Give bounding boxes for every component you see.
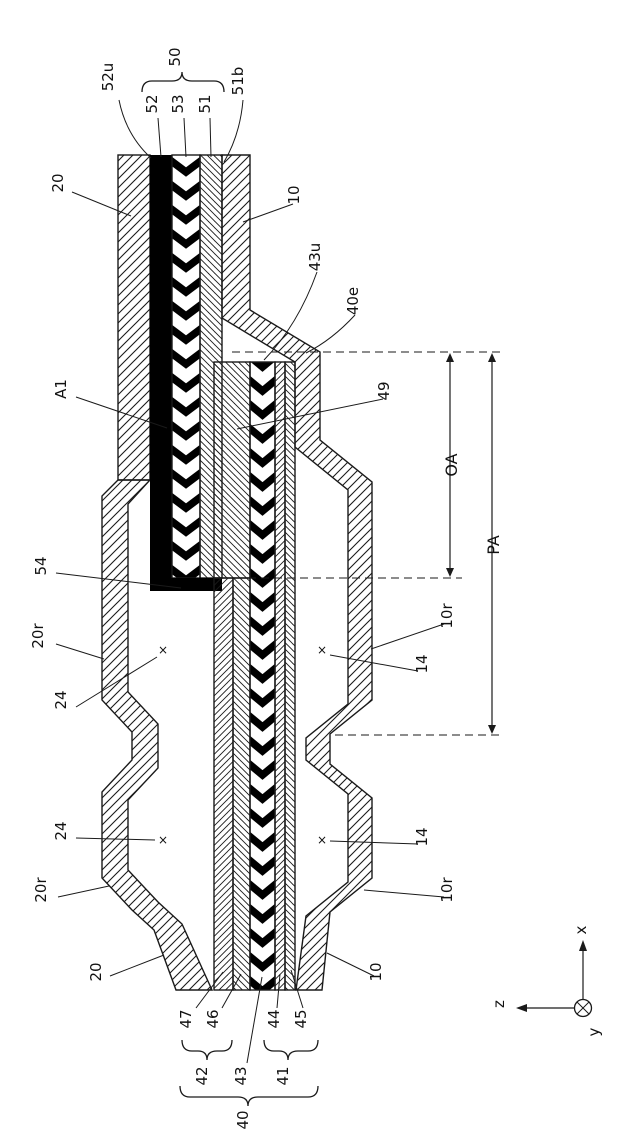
layer-52-band [150,155,172,578]
label-20r-first: 20r [29,623,47,649]
oa-arrowhead-top [446,353,454,362]
x-axis-arrowhead [579,940,587,951]
layer-45-band [284,361,296,991]
leader-a1 [75,396,168,429]
leader-14-second [329,840,419,845]
label-47: 47 [177,1009,195,1028]
leader-52u [118,99,152,159]
cap-54 [150,578,222,591]
leader-49 [236,398,384,430]
leader-10-top [242,203,294,223]
leader-10r-first [370,623,445,650]
label-14-first: 14 [413,654,431,673]
brace-41 [263,1039,319,1061]
leader-20r-second [57,885,110,898]
layer-49-band [213,361,251,579]
region-marker-24-first: × [158,643,168,657]
label-42: 42 [193,1066,211,1085]
label-46: 46 [204,1009,222,1028]
leader-20-bottom [109,954,165,977]
leader-20r-first [55,643,105,660]
label-y-axis: y [585,1027,603,1036]
cross-section-structure [101,154,373,991]
leader-20-top [71,191,132,217]
label-a1: A1 [52,379,70,399]
leader-43 [246,976,263,1064]
leader-53 [183,117,187,158]
layer-47-band [213,577,234,991]
label-14-second: 14 [413,827,431,846]
leader-14-first [329,654,419,672]
label-45: 45 [292,1009,310,1028]
leader-24-second [75,837,156,841]
substrate-20-band [117,154,151,481]
label-24-second: 24 [52,821,70,840]
right-shell-10-10r [221,154,373,991]
leader-10r-second [363,889,445,898]
label-44: 44 [265,1009,283,1028]
label-10-bottom: 10 [367,962,385,981]
label-40e: 40e [344,287,362,315]
leader-51b [223,99,244,163]
brace-50 [141,71,225,93]
coordinate-axes: z x y [490,925,603,1036]
label-43: 43 [232,1066,250,1085]
label-10r-second: 10r [438,877,456,903]
label-20-top: 20 [49,173,67,192]
oa-arrowhead-bottom [446,568,454,577]
leader-47 [195,971,224,1009]
leader-54 [55,572,182,589]
label-pa: PA [484,535,503,555]
brace-42 [181,1039,233,1061]
region-markers: × × × × [158,643,327,847]
y-axis-cross-stroke-2 [576,1001,590,1015]
label-20r-second: 20r [32,877,50,903]
label-43u: 43u [306,243,324,272]
pa-arrowhead-bottom [488,725,496,734]
label-10-top: 10 [285,185,303,204]
dimension-arrows [446,353,496,734]
polarizer-53-band [171,154,201,579]
leader-45 [290,969,304,1009]
leader-lines [55,99,445,1064]
adhesive-43-band [249,361,276,991]
leader-51 [209,117,212,158]
label-20-bottom: 20 [87,962,105,981]
reference-labels: 52u 50 52 53 51 51b 20 10 43u 40e A1 49 … [29,47,503,1129]
label-52: 52 [143,94,161,113]
brace-40 [179,1085,319,1107]
label-52u: 52u [99,63,117,92]
leader-43u [263,271,318,361]
label-53: 53 [169,94,187,113]
leader-46 [221,973,242,1009]
pa-arrowhead-top [488,353,496,362]
dashed-reference-lines [222,351,500,736]
label-24-first: 24 [52,690,70,709]
label-51b: 51b [229,67,247,96]
label-10r-first: 10r [438,603,456,629]
leader-40e [305,314,356,354]
region-marker-14-first: × [317,643,327,657]
label-51: 51 [196,94,214,113]
label-40: 40 [234,1110,252,1129]
braces [141,71,319,1107]
label-41: 41 [274,1066,292,1085]
layer-46-band [232,577,251,991]
label-z-axis: z [490,1000,508,1008]
label-x-axis: x [572,925,590,934]
label-oa: OA [442,453,461,476]
left-shell-20r [101,479,214,991]
region-marker-14-second: × [317,833,327,847]
region-marker-24-second: × [158,833,168,847]
leader-10-bottom [326,952,375,977]
label-50: 50 [166,47,184,66]
z-axis-arrowhead [516,1004,527,1012]
leader-44 [276,973,281,1009]
leader-24-first [75,656,158,708]
label-49: 49 [375,381,393,400]
leader-52 [157,117,162,158]
layer-44-band [274,361,286,991]
label-54: 54 [32,556,50,575]
